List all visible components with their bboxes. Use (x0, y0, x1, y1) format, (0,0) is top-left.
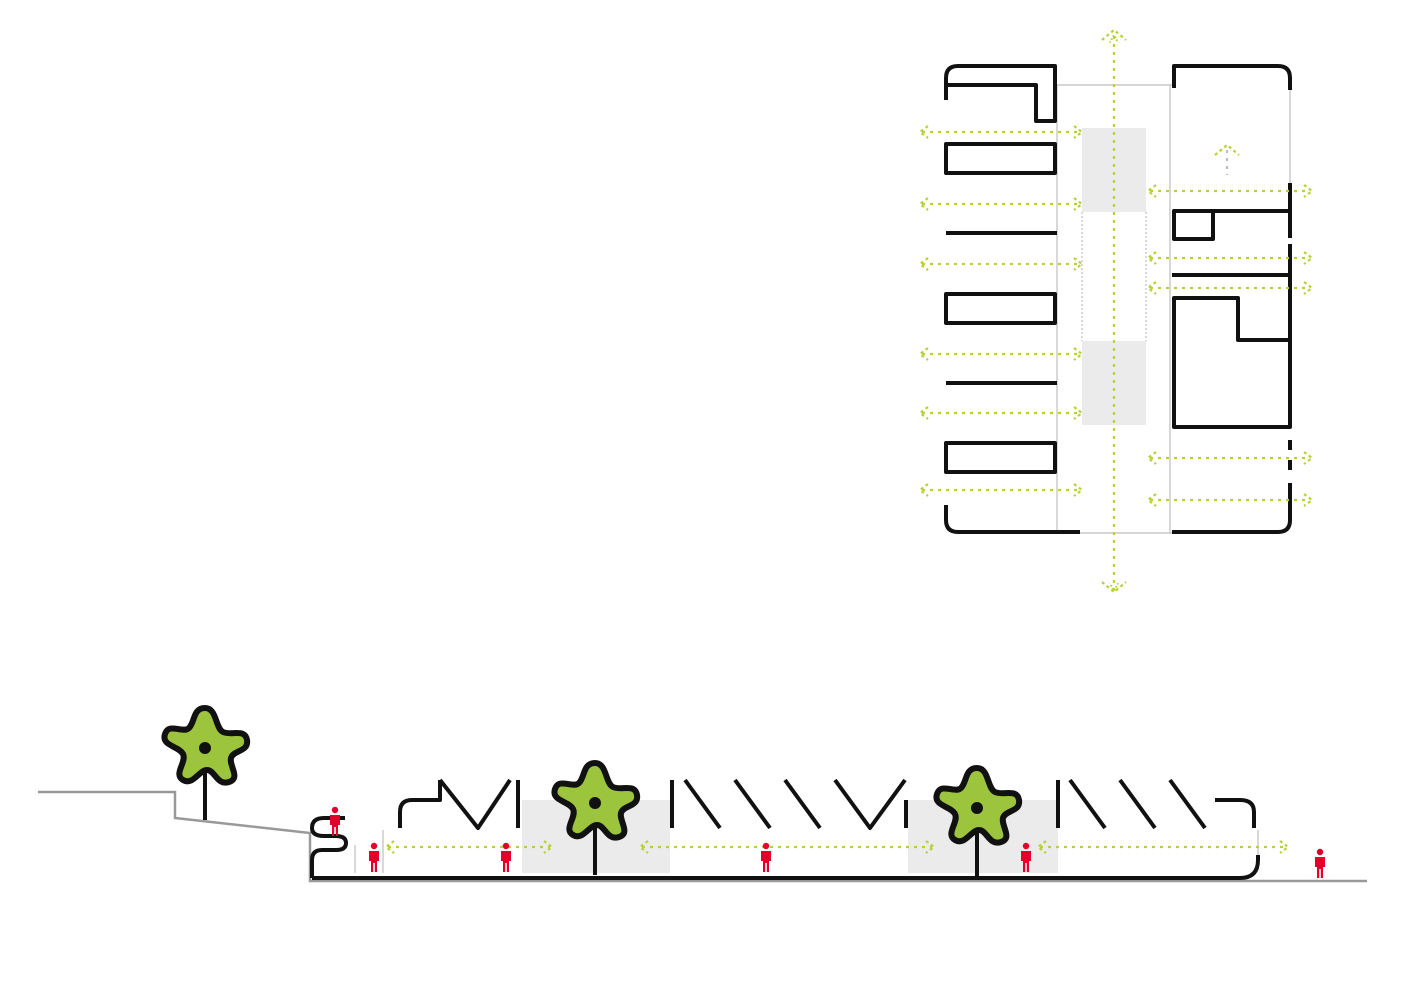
plan-flow-right-4 (1146, 451, 1314, 465)
section-trees (164, 708, 1019, 876)
section-flow-1 (384, 840, 554, 854)
plan-flow-left-5 (918, 406, 1084, 420)
plan-flow-left-3 (918, 257, 1084, 271)
plan-flow-right-1 (1146, 184, 1314, 198)
plan-flow-right-5 (1146, 493, 1314, 507)
section-building (310, 778, 1260, 880)
site-section (38, 708, 1367, 883)
section-people (330, 806, 1325, 878)
section-flows (384, 840, 1290, 854)
plan-flow-left-6 (918, 483, 1084, 497)
tree-icon (554, 763, 637, 875)
plan-flow-left-2 (918, 197, 1084, 211)
section-thin-lines (354, 830, 1259, 873)
tree-icon (164, 708, 247, 820)
plan-vertical-flow (1101, 28, 1240, 594)
plan-flow-left-1 (918, 125, 1084, 139)
section-flow-2 (638, 840, 936, 854)
plan-horizontal-flows (918, 125, 1314, 507)
person-icon (330, 806, 340, 836)
ground-line (38, 790, 1367, 883)
site-plan (918, 28, 1314, 594)
plan-left-block (944, 64, 1080, 534)
person-icon (1315, 848, 1325, 878)
plan-right-block (1172, 64, 1292, 534)
person-icon (369, 842, 379, 872)
plan-flow-right-3 (1146, 281, 1314, 295)
plan-flow-left-4 (918, 347, 1084, 361)
tree-icon (936, 768, 1019, 876)
plan-flow-right-2 (1146, 251, 1314, 265)
section-flow-3 (1036, 840, 1290, 854)
